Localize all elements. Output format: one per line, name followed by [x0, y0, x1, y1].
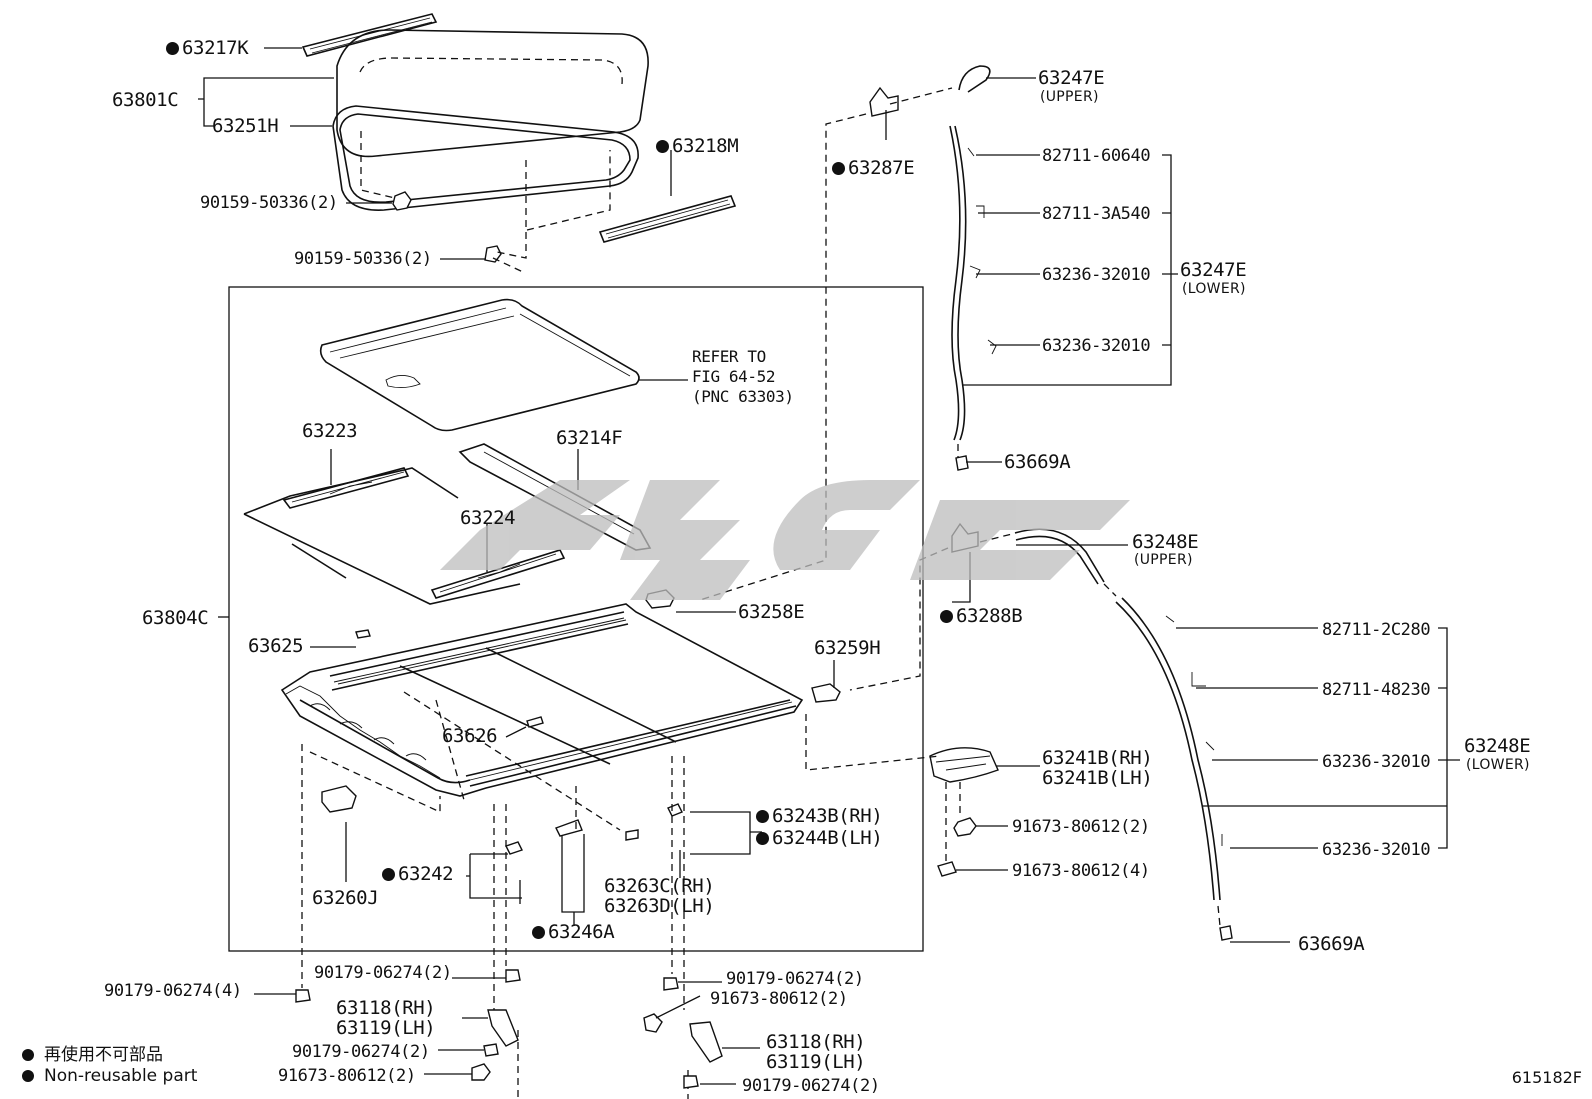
part-number: 63244B(LH) [772, 827, 883, 849]
label-63224: 63224 [460, 507, 516, 529]
label-63248E-upper: 63248E [1132, 531, 1199, 553]
label-82711-48230: 82711-48230 [1322, 680, 1431, 700]
label-63248E-upper-sub: (UPPER) [1134, 552, 1193, 568]
label-90179-e: 90179-06274(2) [742, 1076, 880, 1096]
housing-frame-drawing [280, 589, 999, 813]
non-reusable-dot-icon [656, 140, 669, 153]
label-63236-d: 63236-32010 [1322, 840, 1431, 860]
label-63260J: 63260J [312, 887, 379, 909]
label-82711-3A540: 82711-3A540 [1042, 204, 1151, 224]
label-91673-a: 91673-80612(2) [1012, 817, 1150, 837]
label-63236-b: 63236-32010 [1042, 336, 1151, 356]
label-63669A-a: 63669A [1004, 451, 1071, 473]
part-number: 63242 [398, 863, 454, 885]
label-63119-b: 63119(LH) [766, 1051, 866, 1073]
label-63223: 63223 [302, 420, 358, 442]
label-63625: 63625 [248, 635, 304, 657]
label-refer-3: (PNC 63303) [692, 387, 794, 406]
label-63119-a: 63119(LH) [336, 1017, 436, 1039]
part-number: 63246A [548, 921, 615, 943]
label-63258E: 63258E [738, 601, 805, 623]
label-63214F: 63214F [556, 427, 623, 449]
label-63288B: 63288B [940, 605, 1023, 627]
label-91673-c: 91673-80612(2) [710, 989, 848, 1009]
label-90179-c: 90179-06274(4) [104, 981, 242, 1001]
non-reusable-dot-icon [166, 42, 179, 55]
label-63263C: 63263C(RH) [604, 875, 715, 897]
label-90159-a: 90159-50336(2) [200, 193, 338, 213]
label-63263D: 63263D(LH) [604, 895, 715, 917]
leader-lines [198, 47, 1460, 1099]
label-63118-b: 63118(RH) [766, 1031, 866, 1053]
figure-number: 615182F [1511, 1068, 1582, 1087]
label-63236-a: 63236-32010 [1042, 265, 1151, 285]
legend-dot-icon [22, 1049, 34, 1061]
legend-en-text: Non-reusable part [44, 1066, 198, 1086]
label-82711-60640: 82711-60640 [1042, 146, 1151, 166]
legend-jp-text: 再使用不可部品 [44, 1045, 163, 1065]
non-reusable-dot-icon [382, 868, 395, 881]
label-63248E-lower-sub: (LOWER) [1466, 757, 1530, 773]
label-refer-1: REFER TO [692, 347, 766, 366]
label-63801C: 63801C [112, 89, 179, 111]
label-82711-2C280: 82711-2C280 [1322, 620, 1431, 640]
non-reusable-dot-icon [756, 832, 769, 845]
label-63259H: 63259H [814, 637, 881, 659]
part-number: 63288B [956, 605, 1023, 627]
label-63251H: 63251H [212, 115, 279, 137]
label-90179-b: 90179-06274(2) [726, 969, 864, 989]
drive-assembly-drawing [243, 443, 652, 605]
label-63669A-b: 63669A [1298, 933, 1365, 955]
assembly-frame-box [228, 286, 924, 952]
non-reusable-dot-icon [756, 810, 769, 823]
label-63804C: 63804C [142, 607, 209, 629]
label-refer-2: FIG 64-52 [692, 367, 776, 386]
part-number: 63287E [848, 157, 915, 179]
part-number: 63218M [672, 135, 739, 157]
label-63241B-lh: 63241B(LH) [1042, 767, 1153, 789]
label-63217K: 63217K [166, 37, 249, 59]
legend-dot-icon [22, 1070, 34, 1082]
label-63247E-lower-sub: (LOWER) [1182, 281, 1246, 297]
label-63242: 63242 [382, 863, 454, 885]
label-63241B-rh: 63241B(RH) [1042, 747, 1153, 769]
label-63626: 63626 [442, 725, 498, 747]
label-63248E-lower: 63248E [1464, 735, 1531, 757]
label-90179-a: 90179-06274(2) [314, 963, 452, 983]
non-reusable-dot-icon [940, 610, 953, 623]
label-63236-c: 63236-32010 [1322, 752, 1431, 772]
label-90159-b: 90159-50336(2) [294, 249, 432, 269]
label-63243B: 63243B(RH) [756, 805, 883, 827]
legend-japanese: 再使用不可部品 [22, 1040, 163, 1065]
non-reusable-dot-icon [832, 162, 845, 175]
label-63246A: 63246A [532, 921, 615, 943]
part-number: 63243B(RH) [772, 805, 883, 827]
label-63118-a: 63118(RH) [336, 997, 436, 1019]
label-63247E-upper: 63247E [1038, 67, 1105, 89]
sunshade-drawing [319, 298, 640, 432]
label-63244B: 63244B(LH) [756, 827, 883, 849]
part-number: 63217K [182, 37, 249, 59]
label-63218M: 63218M [656, 135, 739, 157]
non-reusable-dot-icon [532, 926, 545, 939]
label-91673-b: 91673-80612(4) [1012, 861, 1150, 881]
label-90179-d: 90179-06274(2) [292, 1042, 430, 1062]
label-63247E-lower: 63247E [1180, 259, 1247, 281]
label-63287E: 63287E [832, 157, 915, 179]
label-63247E-upper-sub: (UPPER) [1040, 89, 1099, 105]
label-91673-d: 91673-80612(2) [278, 1066, 416, 1086]
legend-english: Non-reusable part [22, 1066, 197, 1086]
watermark-logo [440, 480, 1130, 600]
glass-panel-drawing [301, 13, 737, 273]
